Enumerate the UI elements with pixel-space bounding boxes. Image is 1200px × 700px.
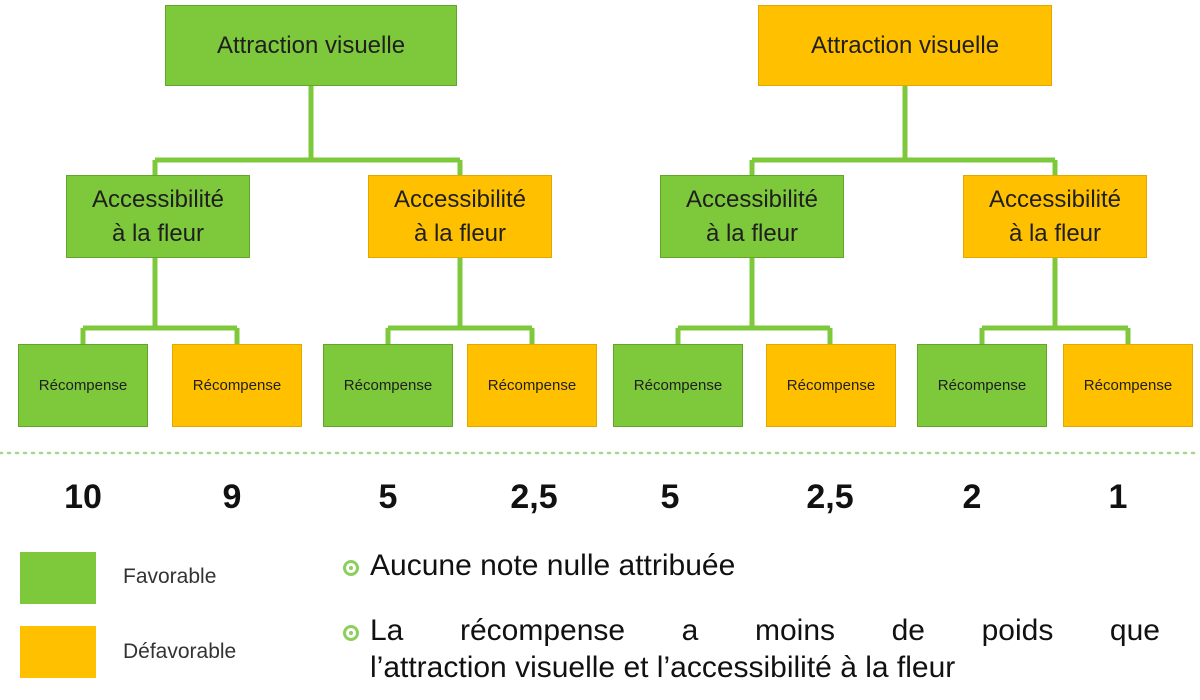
node-recompense-defavorable-1: Récompense (172, 344, 302, 427)
bullet-icon (343, 560, 359, 576)
note-reward-weight-line2: l’attraction visuelle et l’accessibilité… (370, 651, 956, 684)
node-label: Récompense (38, 377, 128, 394)
node-recompense-favorable-1: Récompense (18, 344, 148, 427)
node-recompense-defavorable-3: Récompense (766, 344, 896, 427)
legend-label-favorable: Favorable (123, 565, 217, 588)
node-recompense-favorable-2: Récompense (323, 344, 453, 427)
score-6: 2,5 (806, 478, 854, 516)
score-7: 2 (962, 478, 982, 516)
node-label: Récompense (192, 377, 282, 394)
node-attraction-visuelle-defavorable: Attraction visuelle (758, 5, 1052, 86)
node-label: Accessibilité à la fleur (685, 185, 819, 247)
node-accessibilite-favorable-left: Accessibilité à la fleur (66, 175, 250, 258)
node-label: Accessibilité à la fleur (988, 185, 1122, 247)
connector-lines (80, 86, 1131, 344)
node-label: Accessibilité à la fleur (91, 185, 225, 247)
score-2: 9 (222, 478, 242, 516)
node-label: Attraction visuelle (216, 31, 406, 59)
node-recompense-defavorable-2: Récompense (467, 344, 597, 427)
note-reward-weight: La récompense a moins de poids que l’att… (370, 612, 1160, 686)
score-5: 5 (660, 478, 680, 516)
node-label: Récompense (487, 377, 577, 394)
node-accessibilite-defavorable-left: Accessibilité à la fleur (368, 175, 552, 258)
bullet-icon (343, 625, 359, 641)
node-recompense-favorable-3: Récompense (613, 344, 743, 427)
legend-swatch-defavorable (20, 626, 96, 678)
node-accessibilite-favorable-right: Accessibilité à la fleur (660, 175, 844, 258)
node-attraction-visuelle-favorable: Attraction visuelle (165, 5, 457, 86)
node-label: Attraction visuelle (810, 31, 1000, 59)
score-1: 10 (64, 478, 102, 516)
node-accessibilite-defavorable-right: Accessibilité à la fleur (963, 175, 1147, 258)
node-label: Récompense (786, 377, 876, 394)
note-no-zero-score: Aucune note nulle attribuée (370, 549, 736, 582)
node-label: Récompense (937, 377, 1027, 394)
node-label: Récompense (343, 377, 433, 394)
score-4: 2,5 (510, 478, 558, 516)
node-recompense-defavorable-4: Récompense (1063, 344, 1193, 427)
score-3: 5 (378, 478, 398, 516)
legend-swatch-favorable (20, 552, 96, 604)
node-label: Accessibilité à la fleur (393, 185, 527, 247)
node-recompense-favorable-4: Récompense (917, 344, 1047, 427)
legend-label-defavorable: Défavorable (123, 640, 237, 663)
note-reward-weight-line1: La récompense a moins de poids que (370, 614, 1160, 647)
node-label: Récompense (633, 377, 723, 394)
score-8: 1 (1108, 478, 1128, 516)
node-label: Récompense (1083, 377, 1173, 394)
